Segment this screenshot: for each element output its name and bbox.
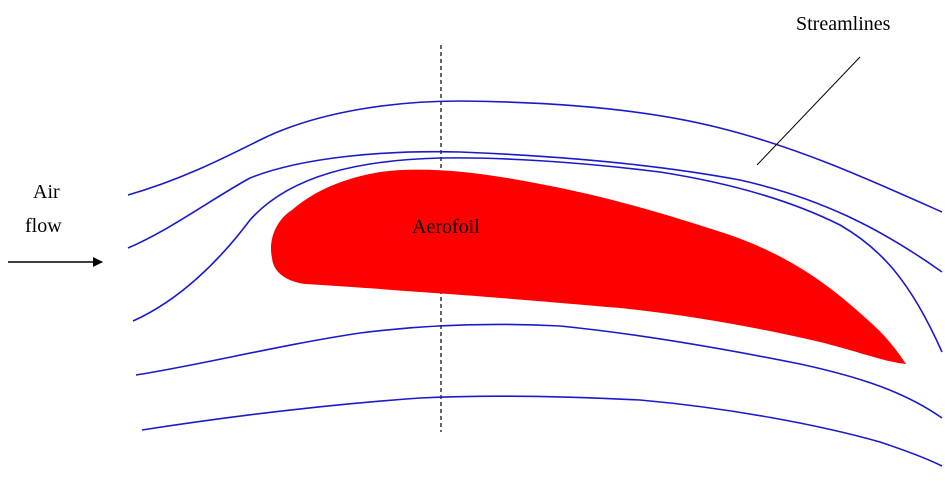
streamline-1 xyxy=(127,100,943,213)
streamlines-leader-line xyxy=(756,56,861,166)
streamlines-label: Streamlines xyxy=(796,13,891,35)
streamline-4 xyxy=(135,323,943,419)
aerofoil-shape xyxy=(270,169,906,364)
streamline-2 xyxy=(127,150,943,273)
streamline-3 xyxy=(132,157,943,353)
streamline-5 xyxy=(141,395,943,467)
aerofoil-label: Aerofoil xyxy=(412,216,480,238)
air-flow-label-line2: flow xyxy=(25,215,62,237)
streamlines xyxy=(127,100,943,467)
air-flow-label-line1: Air xyxy=(33,181,60,203)
